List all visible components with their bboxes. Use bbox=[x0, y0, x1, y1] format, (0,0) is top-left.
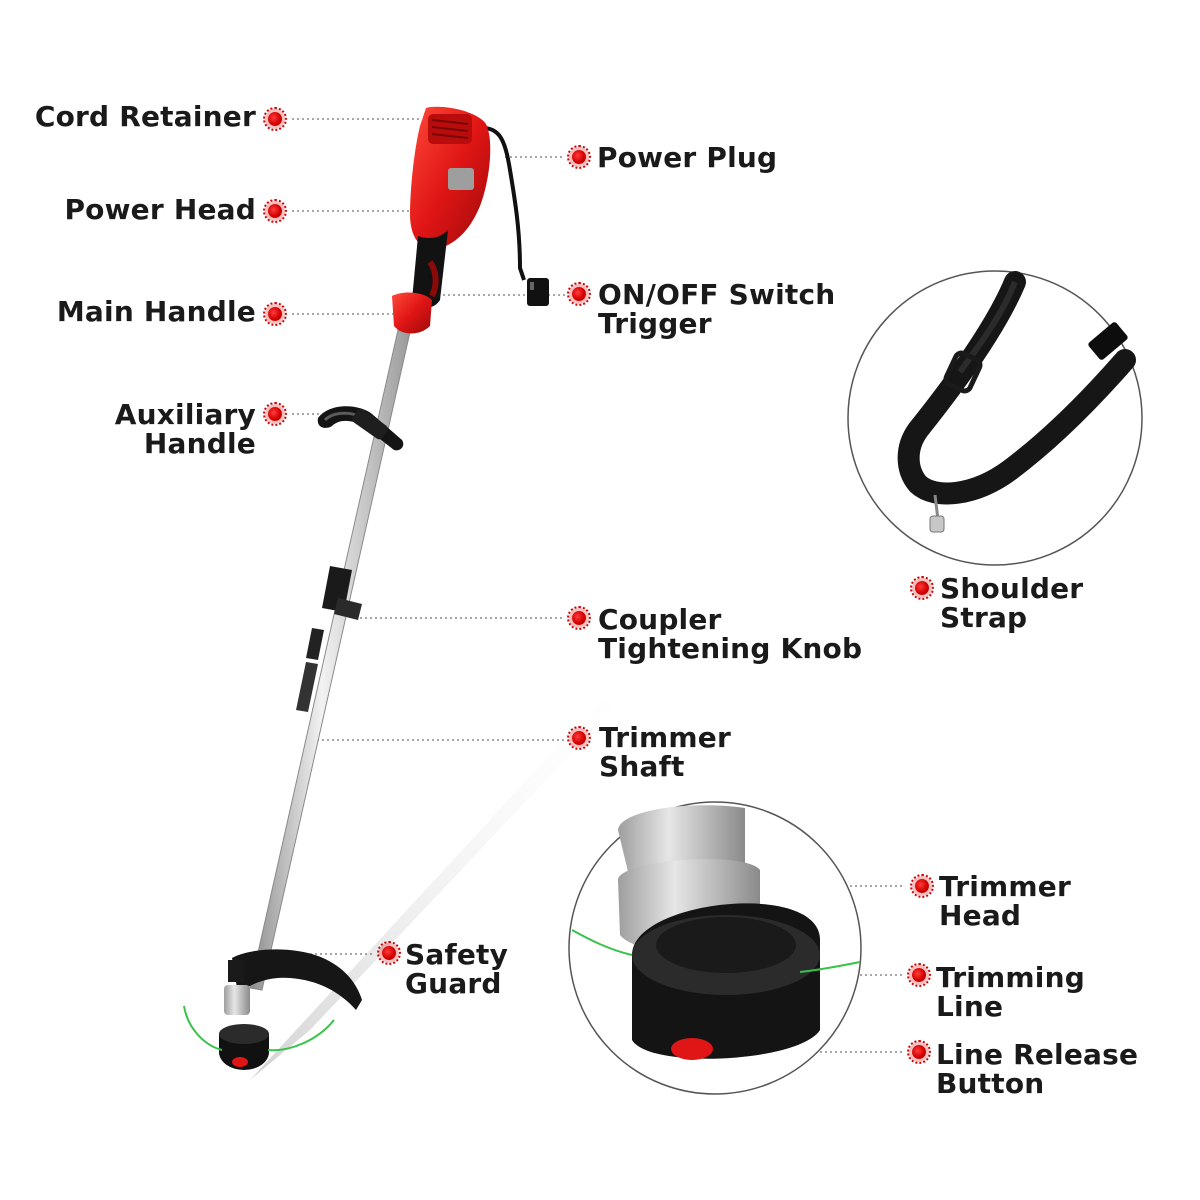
marker-auxiliary-handle bbox=[263, 402, 287, 426]
label-trimming-line: Trimming Line bbox=[936, 961, 1085, 1023]
marker-trimmer-shaft bbox=[567, 726, 591, 750]
label-trimmer-head: Trimmer Head bbox=[939, 870, 1071, 932]
marker-coupler-knob bbox=[567, 606, 591, 630]
label-main-handle: Main Handle bbox=[56, 295, 256, 328]
label-shoulder-strap: Shoulder Strap bbox=[940, 572, 1084, 634]
trimmer-head-inset bbox=[568, 801, 862, 1095]
marker-on-off-trigger bbox=[567, 282, 591, 306]
shoulder-strap-inset bbox=[847, 270, 1143, 566]
label-auxiliary-handle: Auxiliary Handle bbox=[114, 398, 256, 460]
marker-safety-guard bbox=[377, 941, 401, 965]
label-safety-guard: Safety Guard bbox=[405, 938, 509, 1000]
power-cord bbox=[477, 125, 526, 281]
power-plug-body bbox=[527, 278, 549, 306]
marker-line-release bbox=[907, 1040, 931, 1064]
label-coupler-tightening-knob: Coupler Tightening Knob bbox=[598, 603, 863, 665]
label-cord-retainer: Cord Retainer bbox=[34, 100, 256, 133]
label-trimmer-shaft: Trimmer Shaft bbox=[599, 721, 731, 783]
coupler bbox=[296, 566, 362, 712]
label-power-plug: Power Plug bbox=[597, 141, 778, 174]
marker-trimmer-head bbox=[910, 874, 934, 898]
marker-main-handle bbox=[263, 302, 287, 326]
label-line-release-button: Line Release Button bbox=[936, 1038, 1139, 1100]
power-head-body bbox=[392, 106, 491, 334]
marker-power-head bbox=[263, 199, 287, 223]
label-power-head: Power Head bbox=[64, 193, 256, 226]
light-streak bbox=[250, 670, 650, 1080]
auxiliary-handle-body bbox=[317, 406, 404, 451]
marker-cord-retainer bbox=[263, 107, 287, 131]
marker-power-plug bbox=[567, 145, 591, 169]
label-on-off-switch-trigger: ON/OFF Switch Trigger bbox=[598, 278, 836, 340]
bottom-trimmer-head bbox=[183, 949, 362, 1070]
marker-trimming-line bbox=[907, 963, 931, 987]
marker-shoulder-strap bbox=[910, 576, 934, 600]
